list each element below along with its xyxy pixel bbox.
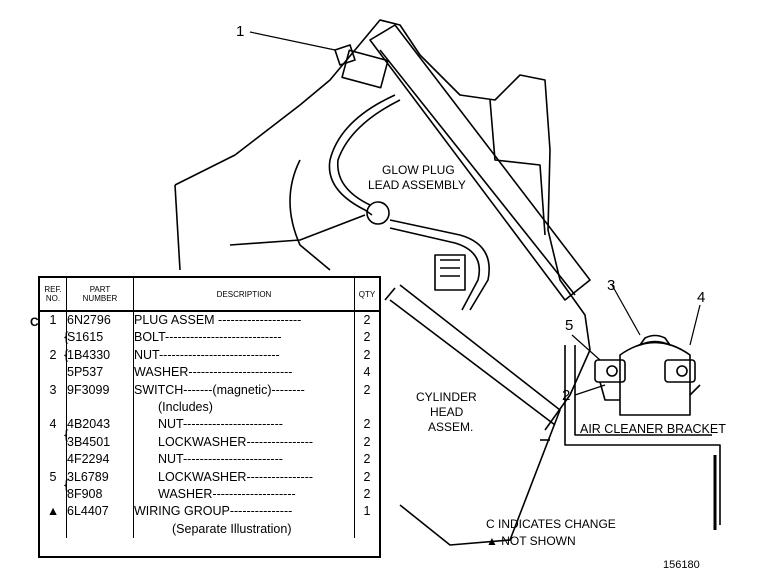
description-cell: SWITCH-------(magnetic)-------- — [133, 381, 355, 400]
qty-cell: 2 — [363, 434, 371, 449]
air-cleaner-bracket-label: AIR CLEANER BRACKET — [580, 422, 726, 436]
ref-cell — [40, 329, 67, 347]
part-number-cell: 4F2294 — [66, 451, 134, 469]
table-row: 3B4501 LOCKWASHER---------------- 2 — [40, 433, 379, 452]
part-number-cell: 5P537 — [66, 364, 134, 382]
part-number-cell: 8F908 — [66, 486, 134, 504]
ref-cell: 5 — [40, 468, 67, 487]
description-cell: (Separate Illustration) — [133, 520, 355, 539]
table-row: 5 3L6789 LOCKWASHER---------------- 2 — [40, 468, 379, 487]
table-row: 4 4B2043 NUT------------------------ 2 — [40, 416, 379, 434]
glow-plug-lead-wire — [328, 94, 396, 216]
description-cell: WASHER-------------------- — [133, 486, 355, 504]
description-cell: NUT----------------------------- — [133, 346, 355, 365]
glow-plug-lead-label: GLOW PLUG LEAD ASSEMBLY — [368, 163, 466, 192]
description-cell: PLUG ASSEM -------------------- — [133, 311, 355, 330]
ref-no-header: REF.NO. — [40, 278, 67, 312]
qty-cell: 2 — [363, 382, 371, 397]
qty-cell: 1 — [363, 504, 371, 519]
qty-cell: 2 — [363, 347, 371, 362]
part-number-cell: 3B4501 — [66, 433, 134, 452]
part-number-cell: 6N2796 — [66, 311, 134, 330]
part-number-cell: 4B2043 — [66, 416, 134, 434]
group-brace-icon: { — [64, 329, 69, 344]
qty-cell — [355, 521, 380, 538]
part-number-cell — [66, 520, 134, 539]
qty-cell: 4 — [363, 365, 371, 380]
part-number-cell: 9F3099 — [66, 381, 134, 400]
table-row: 5P537 WASHER------------------------- 4 — [40, 364, 379, 382]
description-cell: BOLT---------------------------- — [133, 329, 355, 347]
table-row: (Separate Illustration) — [40, 520, 380, 539]
callout-2: 2 — [562, 387, 571, 404]
ref-cell — [40, 486, 67, 504]
description-cell: LOCKWASHER---------------- — [133, 468, 355, 487]
ref-cell — [40, 364, 67, 382]
callout-5: 5 — [565, 317, 574, 334]
description-cell: NUT------------------------ — [133, 416, 355, 434]
table-row: 3 9F3099 SWITCH-------(magnetic)--------… — [40, 381, 379, 400]
qty-cell: 2 — [363, 313, 371, 327]
ref-cell: 2 — [40, 346, 67, 365]
part-number-cell: 3L6789 — [66, 468, 134, 487]
group-brace-icon: { — [64, 347, 69, 362]
air-cleaner-bracket-outline — [564, 345, 721, 525]
table-row: S1615 BOLT---------------------------- 2 — [40, 329, 379, 347]
ref-cell: ▲ — [40, 503, 67, 521]
cylinder-head-label: CYLINDER HEAD ASSEM. — [416, 390, 477, 434]
ref-cell: 1 — [40, 311, 67, 330]
engine-block-outline — [174, 19, 591, 431]
table-row: 2 1B4330 NUT----------------------------… — [40, 346, 379, 365]
table-row: 4F2294 NUT------------------------ 2 — [40, 451, 379, 469]
description-cell: WIRING GROUP--------------- — [133, 503, 355, 521]
part-number-cell: S1615 — [66, 329, 134, 347]
ref-cell: 3 — [40, 381, 67, 400]
table-row: (Includes) — [40, 399, 380, 417]
part-number-cell: 1B4330 — [66, 346, 134, 365]
qty-header: QTY — [354, 278, 379, 312]
qty-cell — [355, 399, 380, 416]
change-marker: C — [30, 315, 39, 329]
description-cell: LOCKWASHER---------------- — [133, 433, 355, 452]
legend-not-shown: ▲ NOT SHOWN — [486, 534, 576, 548]
lead-connector — [366, 201, 390, 225]
group-brace-icon: { — [64, 477, 69, 492]
cylinder-head-outline — [399, 284, 561, 546]
qty-cell: 2 — [363, 417, 371, 432]
description-cell: WASHER------------------------- — [133, 364, 355, 382]
part-number-cell: 6L4407 — [66, 503, 134, 521]
legend-change: C INDICATES CHANGE — [486, 517, 616, 531]
callout-3: 3 — [607, 277, 616, 294]
ref-cell — [40, 433, 67, 452]
ref-cell — [40, 399, 67, 417]
description-cell: (Includes) — [133, 399, 355, 417]
ref-cell: 4 — [40, 416, 67, 434]
table-row: 1 6N2796 PLUG ASSEM --------------------… — [40, 311, 379, 330]
table-row: ▲ 6L4407 WIRING GROUP--------------- 1 — [40, 503, 379, 521]
qty-cell: 2 — [363, 330, 371, 345]
group-brace-icon: { — [64, 427, 69, 442]
qty-cell: 2 — [363, 487, 371, 502]
description-header: DESCRIPTION — [133, 278, 355, 312]
ref-cell — [40, 451, 67, 469]
part-number-cell — [66, 399, 134, 417]
description-cell: NUT------------------------ — [133, 451, 355, 469]
ref-cell — [40, 520, 67, 539]
qty-cell: 2 — [363, 452, 371, 467]
callout-4: 4 — [697, 289, 706, 306]
legend: C INDICATES CHANGE ▲ NOT SHOWN — [486, 516, 616, 550]
figure-number: 156180 — [663, 559, 700, 571]
qty-cell: 2 — [363, 469, 371, 484]
magnetic-switch — [619, 341, 691, 416]
callout-1: 1 — [236, 23, 245, 40]
manifold-tube — [369, 24, 591, 301]
table-row: 8F908 WASHER-------------------- 2 — [40, 486, 379, 504]
